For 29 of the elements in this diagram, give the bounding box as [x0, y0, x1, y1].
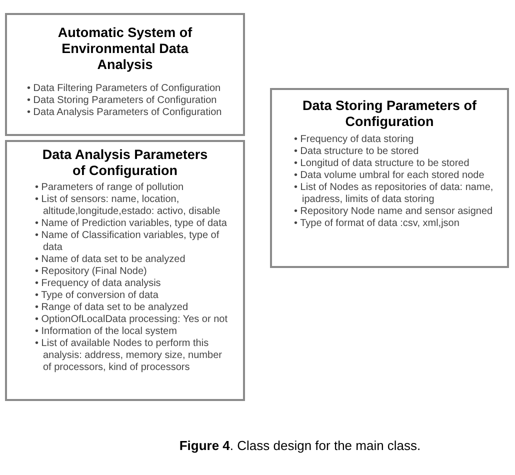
attribute-item: • Type of conversion of data: [35, 290, 160, 302]
attribute-item: • Type of format of data :csv, xml,json: [294, 218, 460, 230]
attribute-item: • List of sensors: name, location, altitude,longitude,estado: activo, disable: [35, 194, 222, 218]
class-box: [5, 13, 245, 136]
attribute-item: • Range of data set to be analyzed: [35, 302, 190, 314]
attribute-item: • Data Filtering Parameters of Configuration: [27, 83, 222, 95]
attribute-item: • Frequency of data analysis: [35, 278, 162, 290]
attribute-item: • Data structure to be stored: [294, 146, 420, 158]
attribute-item: • Longitud of data structure to be stored: [294, 158, 470, 170]
class-title: Data Storing Parameters of Configuration: [301, 97, 478, 130]
class-title: Data Analysis Parameters of Configuration: [41, 146, 209, 179]
attribute-item: • Frequency of data storing: [294, 134, 415, 146]
attribute-item: • OptionOfLocalData processing: Yes or not: [35, 314, 229, 326]
class-box: [270, 88, 509, 268]
attribute-item: • Name of Classification variables, type of data: [35, 230, 220, 254]
attribute-item: • Data Analysis Parameters of Configuration: [27, 107, 223, 119]
attribute-item: • Parameters of range of pollution: [35, 182, 185, 194]
attribute-item: • Data Storing Parameters of Configuration: [27, 95, 218, 107]
attribute-item: • Repository Node name and sensor asigned: [294, 206, 494, 218]
figure-caption: Figure 4. Class design for the main class.: [178, 437, 422, 455]
attribute-item: • List of available Nodes to perform this analysis: address, memory size, number of processors, kind of processors: [35, 338, 223, 374]
attribute-item: • Name of data set to be analyzed: [35, 254, 186, 266]
attribute-item: • Repository (Final Node): [35, 266, 148, 278]
attribute-item: • Information of the local system: [35, 326, 178, 338]
attribute-item: • Name of Prediction variables, type of data: [35, 218, 228, 230]
class-box: [5, 140, 245, 401]
attribute-item: • List of Nodes as repositories of data: name, ipadress, limits of data storing: [294, 182, 494, 206]
class-title: Automatic System of Environmental Data Analysis: [56, 24, 194, 73]
attribute-item: • Data volume umbral for each stored node: [294, 170, 486, 182]
